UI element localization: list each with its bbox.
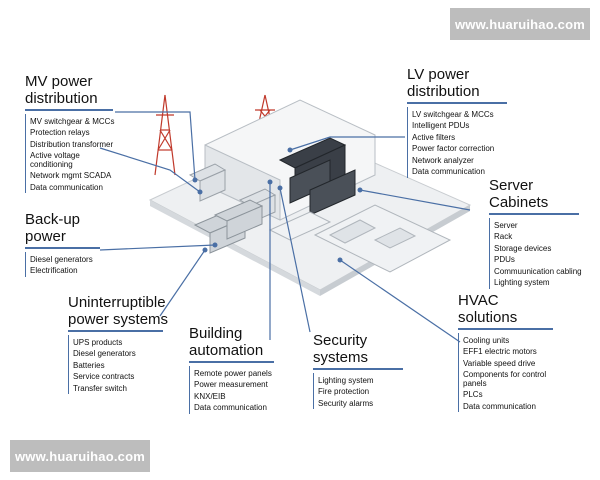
mv-title-line-1: MV power xyxy=(25,73,93,90)
security-room xyxy=(268,211,332,241)
list-item: PLCs xyxy=(463,390,483,399)
list-item: UPS products xyxy=(73,337,123,347)
hvac-title: HVAC solutions xyxy=(458,292,563,326)
backup-title: Back-up power xyxy=(25,211,100,245)
list-item: Data communication xyxy=(463,401,536,411)
security-list: Lighting system Fire protection Security… xyxy=(313,372,403,409)
hvac-list: Cooling units EFF1 electric motors Varia… xyxy=(458,332,563,412)
callout-lines xyxy=(99,111,471,343)
backup-rule xyxy=(25,247,100,249)
list-item: Diesel generators xyxy=(73,349,136,358)
callout-dots xyxy=(192,147,363,263)
backup-title-line-2: power xyxy=(25,228,66,245)
list-item: Rack xyxy=(494,232,513,241)
list-item: Commuunication cabling xyxy=(494,266,582,276)
list-item: Power factor correction xyxy=(412,144,495,153)
hvac-title-line-2: solutions xyxy=(458,309,518,326)
list-item: Security alarms xyxy=(318,398,374,408)
list-item: Storage devices xyxy=(494,243,552,253)
security-title: Security systems xyxy=(313,332,403,366)
list-item: Remote power panels xyxy=(194,368,272,378)
list-item: Data communication xyxy=(30,182,103,192)
list-item: Protection relays xyxy=(30,128,90,137)
list-item: Transfer switch xyxy=(73,383,127,393)
list-item: Variable speed drive xyxy=(463,358,536,368)
list-item: Components for control panels xyxy=(463,370,547,388)
list-item: Intelligent PDUs xyxy=(412,121,470,130)
security-rule xyxy=(313,368,403,370)
list-item: Server xyxy=(494,220,518,230)
server-rule xyxy=(489,213,579,215)
building-rule xyxy=(189,361,274,363)
security-title-line-1: Security xyxy=(313,332,368,349)
ups-rule xyxy=(68,330,163,332)
list-item: PDUs xyxy=(494,255,515,264)
backup-power-block: Back-up power Diesel generators Electrif… xyxy=(25,211,100,277)
list-item: Active voltage conditioning xyxy=(30,151,80,169)
mv-title-line-2: distribution xyxy=(25,90,98,107)
lv-title-line-1: LV power xyxy=(407,66,470,83)
list-item: Batteries xyxy=(73,360,105,370)
list-item: Distribution transformer xyxy=(30,139,114,149)
ups-list: UPS products Diesel generators Batteries… xyxy=(68,334,168,394)
watermark-top: www.huaruihao.com xyxy=(450,8,590,40)
lv-list: LV switchgear & MCCs Intelligent PDUs Ac… xyxy=(407,106,507,178)
lv-rule xyxy=(407,102,507,104)
building-title-line-1: Building xyxy=(189,325,243,342)
generators xyxy=(193,199,264,254)
backup-list: Diesel generators Electrification xyxy=(25,251,100,277)
server-list: Server Rack Storage devices PDUs Commuun… xyxy=(489,217,582,289)
building-list: Remote power panels Power measurement KN… xyxy=(189,365,274,414)
list-item: EFF1 electric motors xyxy=(463,347,537,356)
server-cabinets-block: Server Cabinets Server Rack Storage devi… xyxy=(489,177,582,289)
mv-title: MV power distribution xyxy=(25,73,118,107)
list-item: Cooling units xyxy=(463,335,510,345)
hvac-room xyxy=(313,204,452,273)
list-item: LV switchgear & MCCs xyxy=(412,109,494,119)
list-item: Network mgmt SCADA xyxy=(30,171,112,180)
list-item: Power measurement xyxy=(194,380,268,389)
building-floor-edge xyxy=(150,200,320,296)
server-title-line-2: Cabinets xyxy=(489,194,549,211)
list-item: Lighting system xyxy=(494,278,550,287)
lv-title-line-2: distribution xyxy=(407,83,480,100)
server-title-line-1: Server xyxy=(489,177,534,194)
list-item: Lighting system xyxy=(318,375,374,385)
building-title: Building automation xyxy=(189,325,274,359)
list-item: Diesel generators xyxy=(30,254,93,264)
lv-title: LV power distribution xyxy=(407,66,507,100)
ups-title: Uninterruptible power systems xyxy=(68,294,168,328)
transmission-tower-left xyxy=(154,94,176,176)
list-item: Service contracts xyxy=(73,372,135,381)
security-systems-block: Security systems Lighting system Fire pr… xyxy=(313,332,403,409)
building-automation-block: Building automation Remote power panels … xyxy=(189,325,274,414)
list-item: KNX/EIB xyxy=(194,391,226,401)
list-item: Active filters xyxy=(412,132,456,142)
ups-title-line-1: Uninterruptible xyxy=(68,294,166,311)
lv-power-distribution-block: LV power distribution LV switchgear & MC… xyxy=(407,66,507,178)
list-item: Network analyzer xyxy=(412,155,474,165)
ups-block: Uninterruptible power systems UPS produc… xyxy=(68,294,168,394)
list-item: Electrification xyxy=(30,266,78,275)
server-title: Server Cabinets xyxy=(489,177,582,211)
hvac-title-line-1: HVAC xyxy=(458,292,499,309)
hvac-solutions-block: HVAC solutions Cooling units EFF1 electr… xyxy=(458,292,563,412)
security-title-line-2: systems xyxy=(313,349,369,366)
list-item: Fire protection xyxy=(318,387,370,396)
backup-title-line-1: Back-up xyxy=(25,211,81,228)
mv-power-distribution-block: MV power distribution MV switchgear & MC… xyxy=(25,73,118,193)
ups-title-line-2: power systems xyxy=(68,311,169,328)
list-item: Data communication xyxy=(412,167,485,176)
server-cabinets xyxy=(278,137,356,216)
list-item: MV switchgear & MCCs xyxy=(30,116,115,126)
mv-rule xyxy=(25,109,113,111)
watermark-bottom: www.huaruihao.com xyxy=(10,440,150,472)
mv-list: MV switchgear & MCCs Protection relays D… xyxy=(25,113,118,193)
building-title-line-2: automation xyxy=(189,342,264,359)
list-item: Data communication xyxy=(194,403,267,412)
hvac-rule xyxy=(458,328,553,330)
